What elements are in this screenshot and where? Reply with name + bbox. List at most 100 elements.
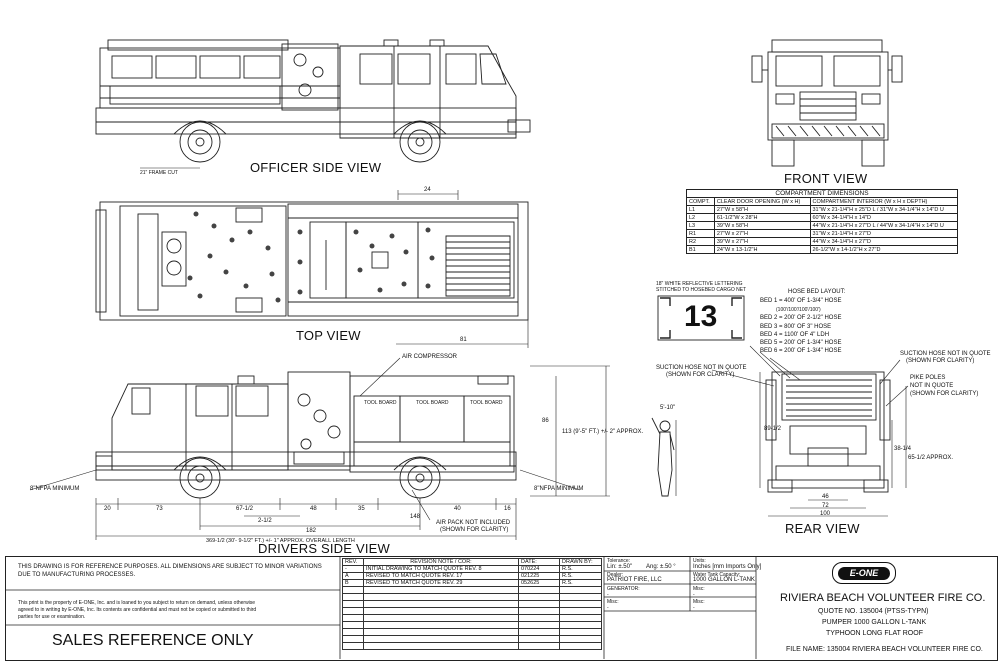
rear-truck xyxy=(711,345,909,517)
water-tank-value: 1000 GALLON L-TANK xyxy=(693,577,755,583)
cell: 021225 xyxy=(518,572,560,580)
table-row xyxy=(342,586,602,594)
top-truck xyxy=(95,190,529,348)
disclaimer-text: DUE TO MANUFACTURING PROCESSES. xyxy=(18,572,136,578)
rear-height-dimension: 65-1/2 APPROX. xyxy=(908,455,954,461)
cell: R.S. xyxy=(559,565,602,573)
tolerance-label: Tolerance: xyxy=(607,558,631,564)
disclaimer-text: THIS DRAWING IS FOR REFERENCE PURPOSES. … xyxy=(18,564,322,570)
dimension-label: 46 xyxy=(822,494,829,500)
sales-reference-label: SALES REFERENCE ONLY xyxy=(52,632,254,649)
dimension-label: 24 xyxy=(424,187,431,193)
tool-board-label: TOOL BOARD xyxy=(470,400,503,406)
pike-poles-note: (SHOWN FOR CLARITY) xyxy=(910,391,979,397)
cell: 070224 xyxy=(518,565,560,573)
dimension-label: 48 xyxy=(310,506,317,512)
cab-number-note: 18" WHITE REFLECTIVE LETTERING xyxy=(656,281,743,287)
cell: 24"W x 13-1/2"H xyxy=(713,245,811,254)
revision-table: REV. REVISION NOTE / COR: DATE: DRAWN BY… xyxy=(342,558,602,650)
dimension-label: 40 xyxy=(454,506,461,512)
drivers-side-truck xyxy=(29,357,610,540)
compartment-dimensions-table: COMPARTMENT DIMENSIONS COMPT. CLEAR DOOR… xyxy=(686,189,958,254)
front-truck xyxy=(751,39,903,167)
units-value: Inches [mm Imports Only] xyxy=(693,564,762,570)
hose-bed-line: BED 2 = 200' OF 2-1/2" HOSE xyxy=(760,315,842,321)
hose-bed-line: (100'/100'/100'/100') xyxy=(776,307,821,313)
tolerance-ang: Ang: ±.50 ° xyxy=(646,564,676,570)
tolerance-lin: Lin: ±.50" xyxy=(607,564,633,570)
suction-hose-note: (SHOWN FOR CLARITY) xyxy=(906,358,975,364)
cell: L1 xyxy=(686,205,715,214)
table-row xyxy=(342,593,602,601)
revision-header: REV. xyxy=(342,558,364,566)
officer-side-view-title: OFFICER SIDE VIEW xyxy=(250,160,382,175)
cell: B1 xyxy=(686,245,715,254)
tool-board-label: TOOL BOARD xyxy=(364,400,397,406)
tool-board-label: TOOL BOARD xyxy=(416,400,449,406)
water-tank-label: Water Tank Capacity: xyxy=(693,572,741,578)
revision-header: DATE: xyxy=(518,558,560,566)
table-row xyxy=(342,642,602,650)
logo-text: E-ONE xyxy=(838,566,890,580)
property-notice: parties for use or examination. xyxy=(18,614,86,620)
cell: 27"W x 27"H xyxy=(713,229,811,238)
hose-bed-line: BED 6 = 200' OF 1-3/4" HOSE xyxy=(760,348,842,354)
revision-header: DRAWN BY: xyxy=(559,558,602,566)
dimension-label: 2-1/2 xyxy=(258,518,272,524)
title-block-lines xyxy=(5,557,757,659)
dimension-label: 86 xyxy=(542,418,549,424)
compartment-table-title: COMPARTMENT DIMENSIONS xyxy=(686,189,958,198)
table-row xyxy=(342,607,602,615)
compartment-header: COMPARTMENT INTERIOR (W x H x DEPTH) xyxy=(809,197,958,206)
generator-label: GENERATOR: xyxy=(607,586,640,592)
property-notice: This print is the property of E-ONE, Inc… xyxy=(18,600,256,606)
pumper-description: PUMPER 1000 GALLON L-TANK xyxy=(822,619,927,626)
hose-bed-line: BED 5 = 200' OF 1-3/4" HOSE xyxy=(760,340,842,346)
dimension-label: 100 xyxy=(820,511,831,517)
cell: 39"W x 58"H xyxy=(713,221,811,230)
units-label: Units: xyxy=(693,558,706,564)
hose-bed-title: HOSE BED LAYOUT: xyxy=(788,289,846,295)
cell: R.S. xyxy=(559,572,602,580)
cell: 39"W x 27"H xyxy=(713,237,811,246)
frame-cut-label: 21" FRAME CUT xyxy=(140,170,178,176)
cell: L3 xyxy=(686,221,715,230)
cell: R1 xyxy=(686,229,715,238)
suction-hose-note: SUCTION HOSE NOT IN QUOTE xyxy=(656,365,747,371)
cell: 27"W x 58"H xyxy=(713,205,811,214)
officer-side-truck xyxy=(95,39,531,169)
cell: 31"W x 21-1/4"H x 25"D L / 31"W x 34-1/4… xyxy=(809,205,958,214)
cell: 26-1/2"W x 14-1/2"H x 27"D xyxy=(809,245,958,254)
hose-bed-line: BED 3 = 800' OF 3" HOSE xyxy=(760,324,832,330)
hose-bed-line: BED 4 = 1100' OF 4" LDH xyxy=(760,332,830,338)
air-pack-note: AIR PACK NOT INCLUDED xyxy=(436,520,511,526)
cell: REVISED TO MATCH QUOTE REV. 17 xyxy=(363,572,519,580)
property-notice: agreed to in writing by E-ONE, Inc. Its … xyxy=(18,607,257,613)
dimension-label: 72 xyxy=(822,503,829,509)
cab-number-panel xyxy=(657,295,745,341)
misc-label: Misc: xyxy=(693,599,705,605)
table-row xyxy=(342,628,602,636)
person-height: 5'-10" xyxy=(660,405,676,411)
cell: - xyxy=(342,565,364,573)
rear-view-title: REAR VIEW xyxy=(785,521,860,536)
misc-value: - xyxy=(607,605,609,611)
customer-name: RIVIERA BEACH VOLUNTEER FIRE CO. xyxy=(780,592,986,604)
height-dimension: 113 (9'-5" FT.) +/- 2" APPROX. xyxy=(562,429,644,435)
dimension-label: 20 xyxy=(104,506,111,512)
air-compressor-label: AIR COMPRESSOR xyxy=(402,354,458,360)
dimension-label: 148 xyxy=(410,514,421,520)
cell: R2 xyxy=(686,237,715,246)
cell: L2 xyxy=(686,213,715,222)
drivers-side-view-title: DRIVERS SIDE VIEW xyxy=(258,541,390,556)
e-one-logo: E-ONE xyxy=(832,562,896,584)
dimension-label: 67-1/2 xyxy=(236,506,254,512)
